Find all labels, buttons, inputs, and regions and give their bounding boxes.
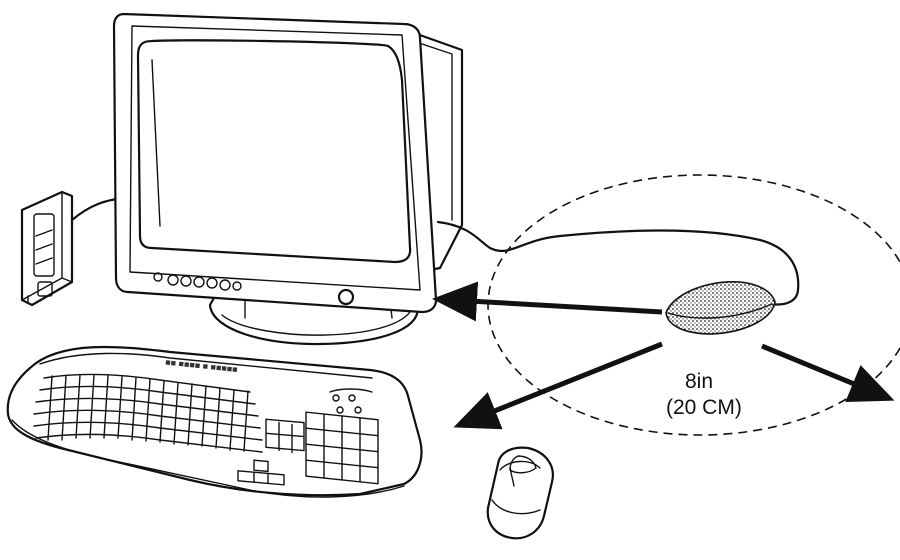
monitor-icon	[112, 12, 464, 346]
keyboard-media-buttons	[329, 388, 373, 414]
keyboard-icon: ■■ ■■■■ ■ ■■■■■	[6, 345, 423, 498]
receiver-icon	[665, 281, 776, 335]
keyboard-main-keys	[33, 373, 263, 453]
arrow-outward	[761, 343, 895, 402]
range-ellipse	[487, 174, 900, 436]
keyboard-numpad	[305, 411, 379, 485]
distance-cm-label: (20 CM)	[666, 396, 742, 419]
mouse-icon	[486, 446, 554, 540]
receiver-cable	[436, 220, 800, 306]
arrow-to-monitor	[432, 281, 663, 322]
distance-inches-label: 8in	[685, 370, 713, 393]
keyboard-nav-keys	[237, 418, 305, 486]
arrow-to-keyboard	[453, 341, 663, 430]
speaker-icon	[20, 190, 74, 307]
